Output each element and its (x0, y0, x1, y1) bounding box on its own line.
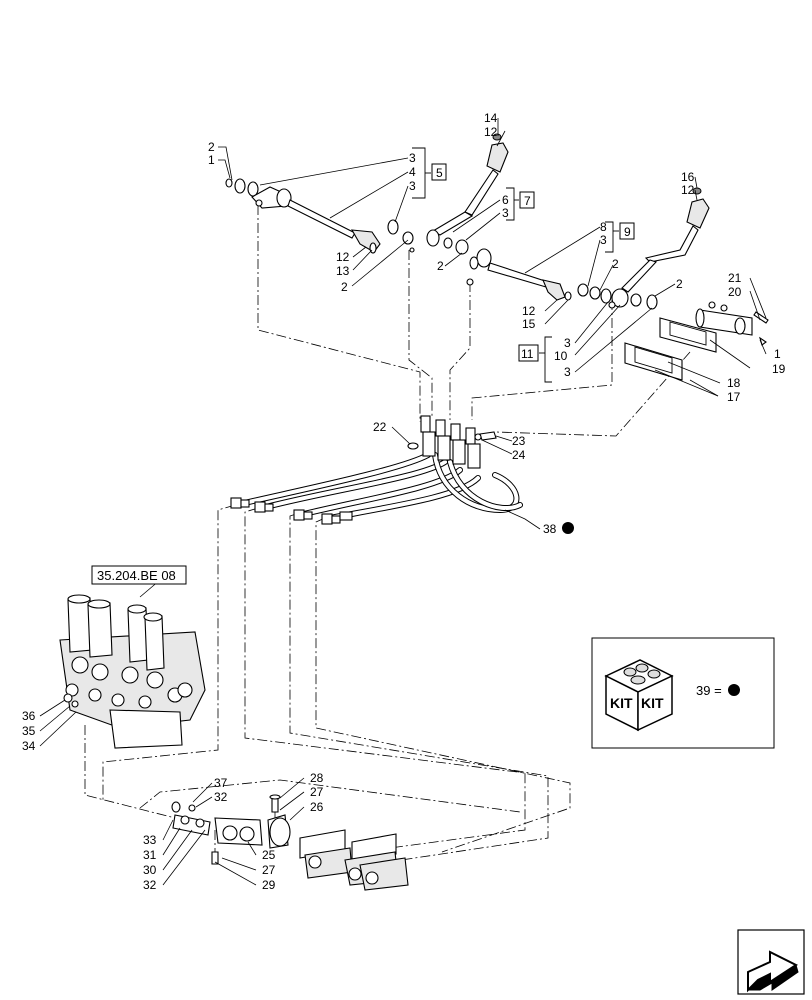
callout-labels: 2 1 3 4 3 5 14 12 6 3 7 12 13 2 2 8 3 9 … (22, 111, 786, 892)
callout-32: 32 (214, 790, 228, 804)
upper-hose-fittings (407, 415, 497, 469)
lower-brackets (171, 794, 291, 865)
callout-12: 12 (484, 125, 498, 139)
callout-12: 12 (681, 183, 695, 197)
callout-12: 12 (336, 250, 350, 264)
callout-34: 34 (22, 739, 36, 753)
kit-text-left: KIT (610, 695, 633, 711)
callout-15: 15 (522, 317, 536, 331)
lever-assembly-7 (409, 133, 572, 301)
callout-6: 6 (502, 193, 509, 207)
control-valve-block (59, 594, 206, 749)
callout-27: 27 (262, 863, 276, 877)
callout-38: 38 (543, 522, 557, 536)
callout-2: 2 (208, 140, 215, 154)
hoses (237, 452, 523, 521)
mounting-bracket (624, 301, 769, 381)
spool-cylinders (299, 829, 409, 891)
callout-3: 3 (564, 365, 571, 379)
callout-29: 29 (262, 878, 276, 892)
callout-5: 5 (436, 166, 443, 180)
callout-36: 36 (22, 709, 36, 723)
callout-24: 24 (512, 448, 526, 462)
callout-1: 1 (208, 153, 215, 167)
callout-12: 12 (522, 304, 536, 318)
callout-3: 3 (600, 233, 607, 247)
kit-legend-dot (728, 684, 740, 696)
routing-lines (84, 205, 691, 863)
callout-3: 3 (409, 179, 416, 193)
kit-text-right: KIT (641, 695, 664, 711)
hose-end-fittings (230, 497, 353, 525)
callout-2: 2 (437, 259, 444, 273)
kit-legend-box: KIT KIT 39 = (591, 637, 775, 749)
callout-32: 32 (143, 878, 157, 892)
callout-2: 2 (341, 280, 348, 294)
leader-lines (39, 118, 767, 886)
kit-legend-text: 39 = (696, 683, 722, 698)
callout-20: 20 (728, 285, 742, 299)
kit-marker-dot (562, 522, 574, 534)
callout-2: 2 (612, 257, 619, 271)
next-page-button[interactable] (737, 929, 805, 995)
callout-19: 19 (772, 362, 786, 376)
reference-link[interactable]: 35.204.BE 08 (91, 565, 187, 585)
callout-9: 9 (624, 225, 631, 239)
callout-10: 10 (554, 349, 568, 363)
callout-4: 4 (409, 165, 416, 179)
callout-8: 8 (600, 220, 607, 234)
callout-1: 1 (774, 347, 781, 361)
callout-16: 16 (681, 170, 695, 184)
callout-11: 11 (521, 347, 534, 361)
callout-14: 14 (484, 111, 498, 125)
callout-3: 3 (409, 151, 416, 165)
callout-22: 22 (373, 420, 387, 434)
next-page-arrow-icon (746, 950, 799, 993)
callout-26: 26 (310, 800, 324, 814)
lever-assembly-9-11 (577, 187, 710, 310)
callout-33: 33 (143, 833, 157, 847)
callout-18: 18 (727, 376, 741, 390)
callout-31: 31 (143, 848, 157, 862)
bracket-groups (412, 147, 635, 383)
callout-7: 7 (524, 194, 531, 208)
lever-assembly-5 (225, 178, 414, 254)
callout-3: 3 (564, 336, 571, 350)
callout-25: 25 (262, 848, 276, 862)
callout-27: 27 (310, 785, 324, 799)
callout-17: 17 (727, 390, 741, 404)
kit-box-icon: KIT KIT (604, 659, 674, 732)
callout-23: 23 (512, 434, 526, 448)
callout-13: 13 (336, 264, 350, 278)
callout-2: 2 (676, 277, 683, 291)
callout-30: 30 (143, 863, 157, 877)
callout-35: 35 (22, 724, 36, 738)
reference-label: 35.204.BE 08 (97, 568, 176, 583)
callout-28: 28 (310, 771, 324, 785)
callout-37: 37 (214, 776, 228, 790)
callout-21: 21 (728, 271, 742, 285)
callout-3: 3 (502, 206, 509, 220)
